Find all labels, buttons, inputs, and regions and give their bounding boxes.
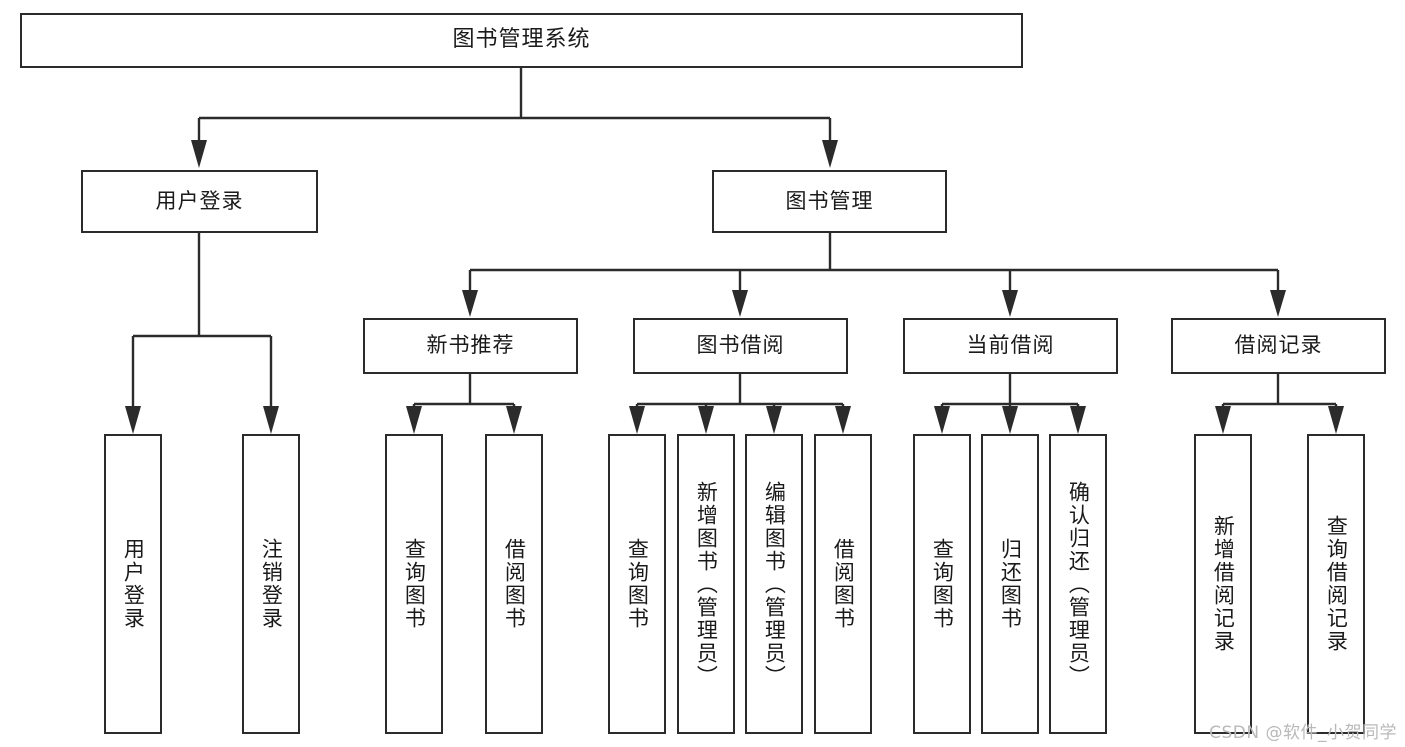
leaf-borrow-add-book[interactable]: 新增图书（管理员） [677, 434, 735, 734]
leaf-record-add[interactable]: 新增借阅记录 [1194, 434, 1252, 734]
node-book-borrow[interactable]: 图书借阅 [633, 318, 848, 374]
watermark-text: CSDN @软件_小贺同学 [1209, 723, 1397, 743]
node-new-book-recommend[interactable]: 新书推荐 [363, 318, 578, 374]
node-borrow-record[interactable]: 借阅记录 [1171, 318, 1386, 374]
leaf-borrow-query-book[interactable]: 查询图书 [608, 434, 666, 734]
node-label: 查询图书 [402, 538, 427, 630]
node-label: 图书借阅 [696, 333, 785, 358]
node-label: 借阅记录 [1234, 333, 1323, 358]
leaf-current-confirm-return[interactable]: 确认归还（管理员） [1049, 434, 1107, 734]
leaf-user-logout[interactable]: 注销登录 [242, 434, 300, 734]
node-label: 新增借阅记录 [1211, 515, 1236, 653]
node-label: 用户登录 [121, 538, 146, 630]
node-label: 用户登录 [155, 188, 244, 213]
node-label: 借阅图书 [831, 538, 856, 630]
leaf-borrow-edit-book[interactable]: 编辑图书（管理员） [745, 434, 803, 734]
node-label: 查询图书 [625, 538, 650, 630]
node-user-login[interactable]: 用户登录 [81, 170, 318, 233]
leaf-current-return-book[interactable]: 归还图书 [981, 434, 1039, 734]
leaf-recommend-borrow-book[interactable]: 借阅图书 [485, 434, 543, 734]
node-label: 编辑图书（管理员） [762, 480, 787, 688]
leaf-user-login[interactable]: 用户登录 [104, 434, 162, 734]
node-book-management[interactable]: 图书管理 [712, 170, 947, 233]
leaf-borrow-borrow-book[interactable]: 借阅图书 [814, 434, 872, 734]
node-label: 新增图书（管理员） [694, 480, 719, 688]
node-label: 图书管理 [785, 188, 874, 213]
node-label: 查询借阅记录 [1324, 515, 1349, 653]
node-label: 图书管理系统 [452, 27, 591, 53]
node-current-borrow[interactable]: 当前借阅 [903, 318, 1118, 374]
leaf-current-query-book[interactable]: 查询图书 [913, 434, 971, 734]
node-label: 借阅图书 [502, 538, 527, 630]
node-label: 确认归还（管理员） [1066, 480, 1091, 688]
node-label: 归还图书 [998, 538, 1023, 630]
node-root-system[interactable]: 图书管理系统 [20, 13, 1023, 68]
node-label: 注销登录 [259, 538, 284, 630]
node-label: 当前借阅 [966, 333, 1055, 358]
leaf-record-query[interactable]: 查询借阅记录 [1307, 434, 1365, 734]
node-label: 新书推荐 [426, 333, 515, 358]
node-label: 查询图书 [930, 538, 955, 630]
leaf-recommend-query-book[interactable]: 查询图书 [385, 434, 443, 734]
